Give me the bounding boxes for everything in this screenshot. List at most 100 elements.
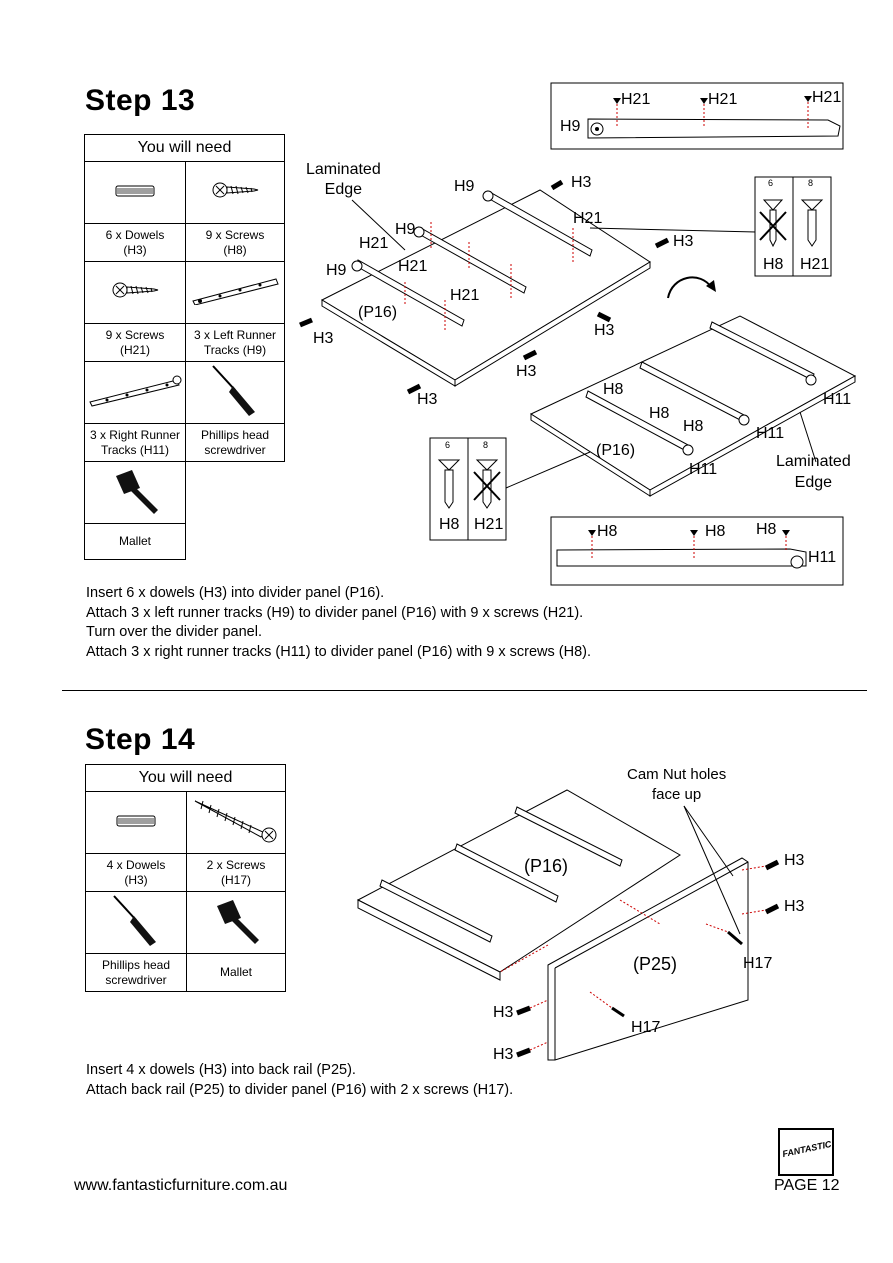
- label-h8: H8: [649, 405, 670, 422]
- dowel-h3: [654, 237, 670, 249]
- section-divider: [62, 690, 867, 691]
- label-h3: H3: [313, 330, 334, 347]
- mallet-caption: Mallet: [84, 523, 186, 560]
- mallet-caption: Mallet: [186, 953, 286, 992]
- label-laminated-edge: Laminated Edge: [306, 161, 381, 198]
- dowel-icon: [85, 791, 187, 854]
- screw-h8-mark: [690, 530, 698, 536]
- label-h3: H3: [493, 1046, 514, 1063]
- instruction-line: Insert 4 x dowels (H3) into back rail (P…: [86, 1062, 356, 1078]
- label-h3: H3: [493, 1004, 514, 1021]
- label-h3: H3: [516, 363, 537, 380]
- label-h8: H8: [705, 523, 726, 540]
- screw-h17: [611, 1006, 625, 1018]
- cross-mark: [759, 211, 787, 241]
- parts-table-step-14: You will need 4 x Dowels (H3) 2 x Screws…: [85, 764, 286, 992]
- screw-h8-mark: [588, 530, 596, 536]
- cam-nut-pointer: [683, 805, 741, 935]
- label-h3: H3: [594, 322, 615, 339]
- label-h21: H21: [398, 258, 428, 275]
- dowel-h3: [596, 311, 612, 323]
- guide-line: [741, 909, 767, 915]
- screws-h21-caption: 9 x Screws (H21): [84, 323, 186, 362]
- label-dim-8: 8: [808, 178, 814, 188]
- label-cam-nut-holes: Cam Nut holes face up: [627, 766, 727, 803]
- dowel-h3: [550, 179, 564, 191]
- label-h21: H21: [474, 516, 504, 533]
- caption-text: Mallet: [219, 965, 252, 979]
- label-h9: H9: [395, 221, 416, 238]
- long-screw-icon: [186, 791, 286, 854]
- caption-text: 9 x Screws (H21): [105, 327, 165, 357]
- screw-h21-detail: [475, 459, 499, 509]
- screwdriver-icon: [85, 891, 187, 954]
- parts-table-step-13: You will need 6 x Dowels (H3) 9 x Screws…: [84, 134, 285, 560]
- screw-h21-mark: [804, 96, 812, 102]
- left-runner-detail: [587, 118, 841, 139]
- you-will-need-heading: You will need: [84, 134, 285, 162]
- guide-line: [529, 1041, 549, 1051]
- label-h21: H21: [450, 287, 480, 304]
- dowels-h3-caption: 6 x Dowels (H3): [84, 223, 186, 262]
- guide-line: [741, 865, 767, 871]
- laminated-edge-pointer: [351, 199, 406, 251]
- label-h17: H17: [631, 1019, 661, 1036]
- label-h11: H11: [689, 461, 718, 478]
- label-h11: H11: [808, 549, 837, 566]
- cam-nut-pointer: [683, 805, 734, 877]
- logo-text: FANTASTIC: [781, 1138, 833, 1160]
- caption-text: Phillips head screwdriver: [200, 427, 270, 457]
- turn-over-arrow-head: [706, 280, 716, 292]
- screws-h17-caption: 2 x Screws (H17): [186, 853, 286, 892]
- screw-icon: [84, 261, 186, 324]
- instruction-line: Insert 6 x dowels (H3) into divider pane…: [86, 585, 385, 601]
- dowel-h3: [764, 903, 780, 915]
- screw-h21-mark: [700, 98, 708, 104]
- label-h3: H3: [673, 233, 694, 250]
- label-h8: H8: [683, 418, 704, 435]
- track-roller: [805, 374, 817, 386]
- label-dim-8: 8: [483, 440, 489, 450]
- label-h17: H17: [743, 955, 773, 972]
- screws-h8-caption: 9 x Screws (H8): [185, 223, 285, 262]
- label-p25: (P25): [633, 954, 678, 974]
- right-runner-detail: [556, 548, 807, 567]
- panel-edge: [357, 899, 501, 981]
- instruction-line: Attach 3 x left runner tracks (H9) to di…: [86, 604, 584, 621]
- dowel-h3: [764, 859, 780, 871]
- label-laminated-edge: Laminated Edge: [776, 453, 851, 491]
- dowels-h3-caption: 4 x Dowels (H3): [85, 853, 187, 892]
- guide-line: [499, 944, 549, 973]
- caption-text: 4 x Dowels (H3): [106, 857, 166, 887]
- guide-line: [589, 991, 613, 1009]
- label-h11: H11: [823, 391, 852, 408]
- label-h21: H21: [708, 91, 738, 108]
- screw-h8-mark: [782, 530, 790, 536]
- track-roller: [482, 190, 494, 202]
- label-h8: H8: [597, 523, 618, 540]
- dowel-h3: [522, 349, 538, 361]
- panel-edge: [454, 261, 651, 387]
- instruction-line: Attach 3 x right runner tracks (H11) to …: [86, 643, 592, 660]
- caption-text: Phillips head screwdriver: [101, 957, 171, 987]
- label-h21: H21: [800, 256, 830, 273]
- dowel-h3: [406, 383, 422, 395]
- label-h3: H3: [417, 391, 438, 408]
- screw-h8-detail: [437, 459, 461, 509]
- label-h3: H3: [784, 852, 805, 869]
- panel-edge: [649, 375, 856, 497]
- step-13-title: Step 13: [85, 84, 196, 117]
- screw-h17: [727, 930, 743, 946]
- track-roller: [682, 444, 694, 456]
- guide-line: [529, 999, 549, 1009]
- caption-text: 3 x Right Runner Tracks (H11): [89, 427, 181, 457]
- label-p16: (P16): [524, 856, 569, 876]
- mallet-icon: [84, 461, 186, 524]
- label-h3: H3: [571, 174, 592, 191]
- label-p16: (P16): [596, 442, 636, 459]
- caption-text: 2 x Screws (H17): [206, 857, 266, 887]
- track-roller: [738, 414, 750, 426]
- mallet-icon: [186, 891, 286, 954]
- label-h9: H9: [560, 118, 581, 135]
